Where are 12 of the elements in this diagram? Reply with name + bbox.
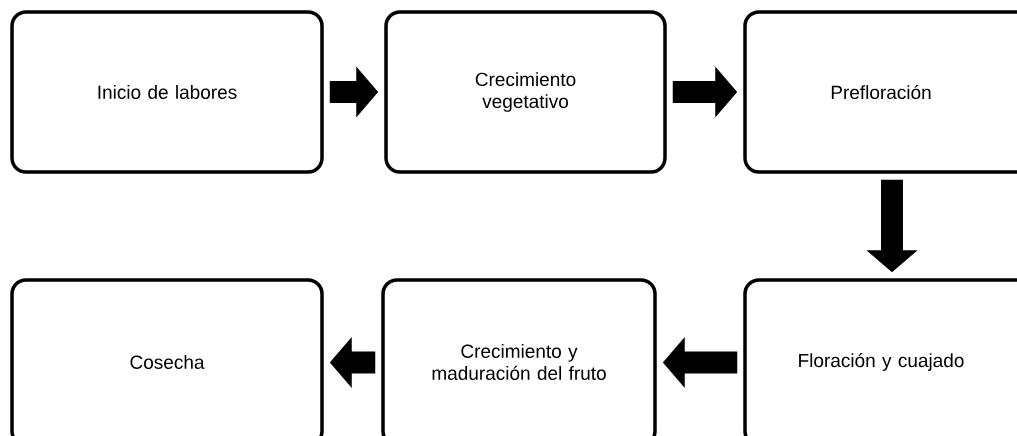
process-box [743,278,1017,436]
box-label: Inicio de labores [98,85,237,99]
box-label: Floración y cuajado [799,353,964,371]
process-box [384,10,667,174]
box-label: Crecimiento vegetativo [475,72,576,112]
box-label: Cosecha [130,355,205,369]
process-box [743,10,1017,174]
process-box [10,278,324,436]
box-label: Crecimiento y maduración del fruto [432,344,606,380]
process-box [381,278,657,436]
process-box [10,10,324,174]
box-label: Prefloración [831,84,931,100]
